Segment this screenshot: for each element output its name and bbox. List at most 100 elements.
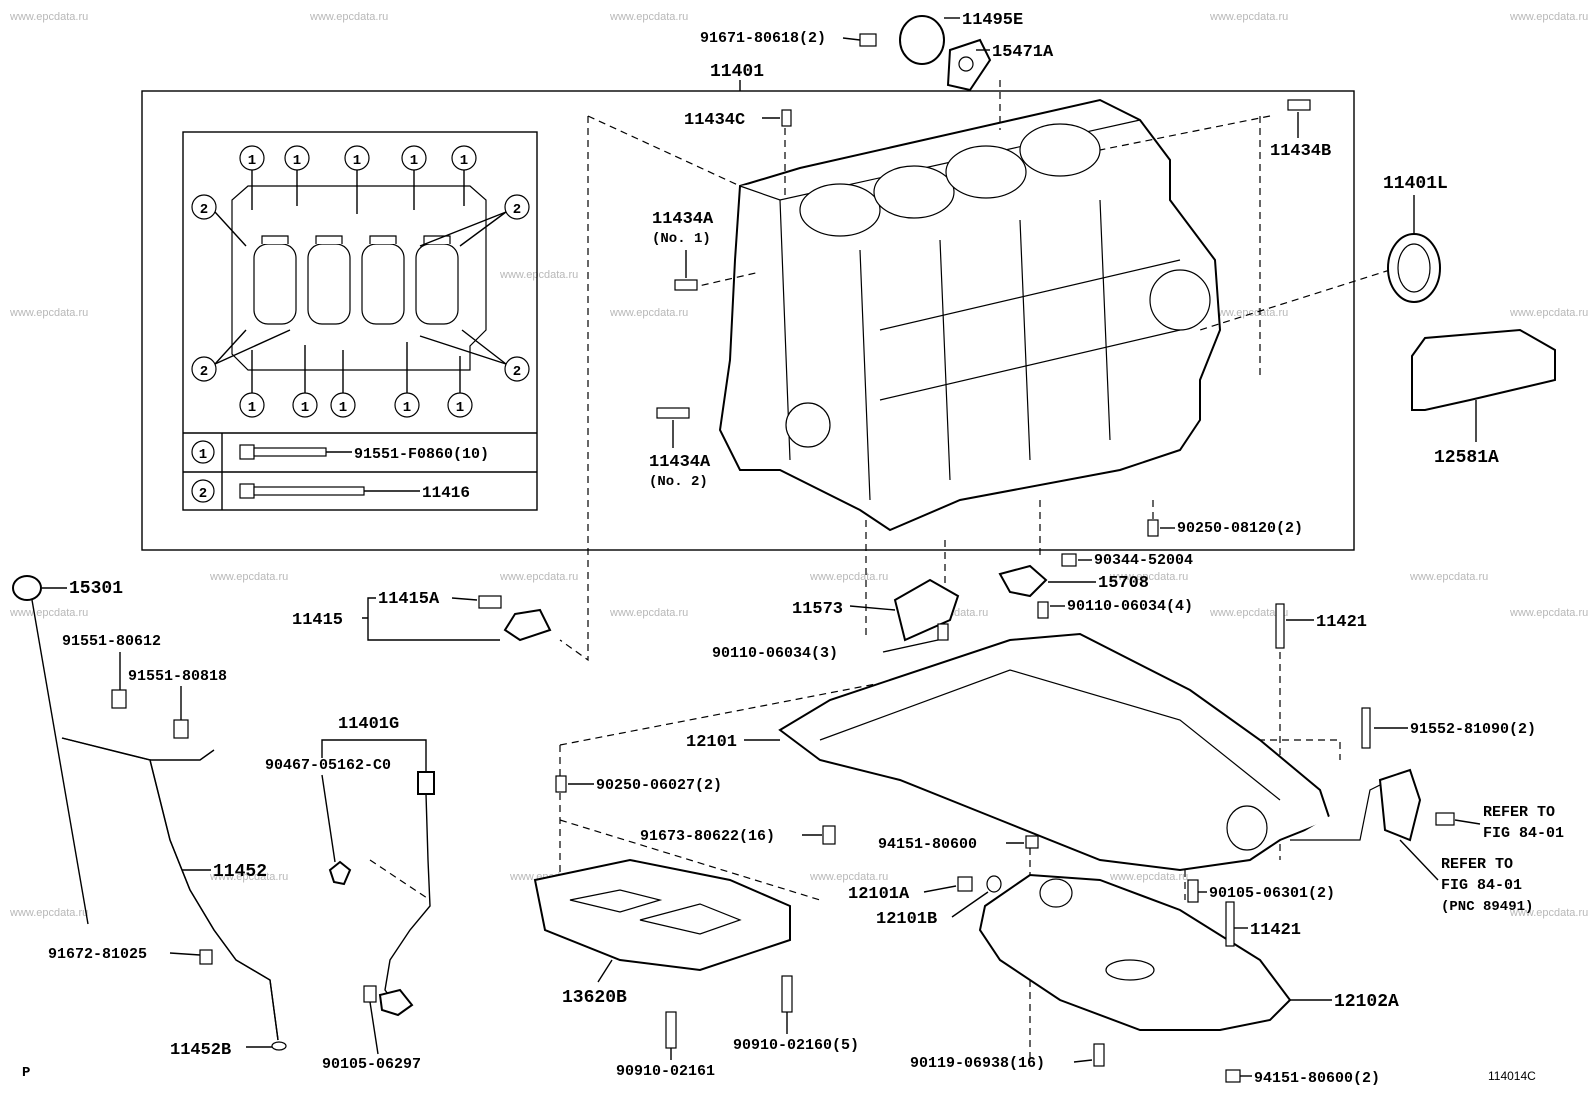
svg-text:11415: 11415 — [292, 611, 343, 630]
svg-text:www.epcdata.ru: www.epcdata.ru — [1109, 871, 1188, 883]
svg-text:11401G: 11401G — [338, 715, 399, 734]
svg-text:REFER TO: REFER TO — [1483, 804, 1555, 821]
svg-text:www.epcdata.ru: www.epcdata.ru — [499, 269, 578, 281]
svg-text:1: 1 — [353, 153, 361, 169]
dipstick-guide — [61, 737, 287, 1051]
svg-text:www.epcdata.ru: www.epcdata.ru — [9, 607, 88, 619]
svg-text:91673-80622(16): 91673-80622(16) — [640, 828, 775, 845]
bolt-marker-bottom-row: 1 1 1 1 1 — [239, 342, 473, 418]
svg-text:12581A: 12581A — [1434, 448, 1499, 468]
svg-text:www.epcdata.ru: www.epcdata.ru — [499, 571, 578, 583]
bolt-marker-top-row: 1 1 1 1 1 — [239, 145, 477, 214]
svg-text:90110-06034(4): 90110-06034(4) — [1067, 598, 1193, 615]
svg-text:12101B: 12101B — [876, 910, 937, 929]
svg-text:90119-06938(16): 90119-06938(16) — [910, 1055, 1045, 1072]
illustration-number: 114014C — [1488, 1069, 1536, 1083]
watermark-layer: www.epcdata.ru www.epcdata.ru www.epcdat… — [9, 11, 1588, 919]
svg-text:12101: 12101 — [686, 733, 737, 752]
svg-text:11415A: 11415A — [378, 590, 440, 609]
svg-text:11434A: 11434A — [649, 453, 711, 472]
svg-text:11495E: 11495E — [962, 11, 1023, 30]
svg-text:1: 1 — [199, 447, 207, 463]
svg-text:91672-81025: 91672-81025 — [48, 946, 147, 963]
svg-text:www.epcdata.ru: www.epcdata.ru — [209, 571, 288, 583]
svg-text:2: 2 — [200, 202, 208, 218]
legend-row-2: 2 11416 — [191, 479, 470, 503]
svg-text:15708: 15708 — [1098, 574, 1149, 593]
svg-text:11401: 11401 — [710, 62, 764, 82]
svg-text:11452B: 11452B — [170, 1041, 231, 1060]
svg-text:1: 1 — [403, 400, 411, 416]
small-parts — [111, 15, 1556, 739]
svg-text:1: 1 — [339, 400, 347, 416]
svg-text:www.epcdata.ru: www.epcdata.ru — [809, 571, 888, 583]
svg-text:11434B: 11434B — [1270, 142, 1331, 161]
svg-text:www.epcdata.ru: www.epcdata.ru — [1509, 11, 1588, 23]
part-labels: 11495E 91671-80618(2) 15471A 11401 11434… — [42, 11, 1564, 1087]
cylinder-bores — [253, 235, 459, 325]
svg-text:11573: 11573 — [792, 600, 843, 619]
oil-dipstick — [12, 575, 89, 925]
svg-text:www.epcdata.ru: www.epcdata.ru — [9, 11, 88, 23]
svg-text:90110-06034(3): 90110-06034(3) — [712, 645, 838, 662]
svg-text:www.epcdata.ru: www.epcdata.ru — [1509, 907, 1588, 919]
svg-text:www.epcdata.ru: www.epcdata.ru — [1509, 307, 1588, 319]
corner-mark-left: P — [22, 1065, 30, 1081]
svg-text:11421: 11421 — [1250, 921, 1301, 940]
svg-text:1: 1 — [248, 400, 256, 416]
bolt-pattern-inset: 1 1 1 1 1 1 1 1 1 1 2 2 2 — [182, 131, 538, 511]
svg-text:11421: 11421 — [1316, 613, 1367, 632]
svg-text:2: 2 — [513, 364, 521, 380]
svg-text:11434A: 11434A — [652, 210, 714, 229]
svg-text:1: 1 — [248, 153, 256, 169]
svg-text:www.epcdata.ru: www.epcdata.ru — [1509, 607, 1588, 619]
svg-text:www.epcdata.ru: www.epcdata.ru — [609, 607, 688, 619]
svg-text:15301: 15301 — [69, 579, 123, 599]
svg-text:91551-80818: 91551-80818 — [128, 668, 227, 685]
baffle-plate — [533, 858, 793, 1049]
svg-text:11434C: 11434C — [684, 111, 745, 130]
svg-text:www.epcdata.ru: www.epcdata.ru — [1209, 307, 1288, 319]
svg-text:www.epcdata.ru: www.epcdata.ru — [9, 307, 88, 319]
svg-text:2: 2 — [199, 486, 207, 502]
svg-text:11452: 11452 — [213, 862, 267, 882]
oil-pan-upper — [778, 632, 1455, 903]
svg-text:12101A: 12101A — [848, 885, 910, 904]
svg-text:90467-05162-C0: 90467-05162-C0 — [265, 757, 391, 774]
dashed-leaders — [369, 80, 1391, 1060]
oil-level-sensor — [328, 771, 435, 1017]
svg-text:www.epcdata.ru: www.epcdata.ru — [609, 11, 688, 23]
svg-text:12102A: 12102A — [1334, 992, 1399, 1012]
svg-text:www.epcdata.ru: www.epcdata.ru — [1209, 11, 1288, 23]
svg-text:91551-F0860(10): 91551-F0860(10) — [354, 446, 489, 463]
bolt-marker-side: 2 2 2 2 — [191, 194, 530, 382]
svg-text:1: 1 — [293, 153, 301, 169]
block-assembly-frame — [141, 90, 1355, 551]
svg-text:13620B: 13620B — [562, 988, 627, 1008]
oil-pan-lower — [957, 873, 1292, 1083]
cylinder-block — [718, 98, 1222, 532]
svg-text:90250-08120(2): 90250-08120(2) — [1177, 520, 1303, 537]
svg-text:2: 2 — [513, 202, 521, 218]
svg-text:2: 2 — [200, 364, 208, 380]
svg-text:www.epcdata.ru: www.epcdata.ru — [809, 871, 888, 883]
svg-text:11401L: 11401L — [1383, 174, 1448, 194]
svg-text:FIG 84-01: FIG 84-01 — [1483, 825, 1564, 842]
svg-text:(No. 2): (No. 2) — [649, 474, 708, 490]
svg-text:90910-02161: 90910-02161 — [616, 1063, 715, 1080]
svg-text:90910-02160(5): 90910-02160(5) — [733, 1037, 859, 1054]
svg-text:(No. 1): (No. 1) — [652, 231, 711, 247]
legend-row-1: 1 91551-F0860(10) — [191, 440, 489, 464]
svg-text:15471A: 15471A — [992, 43, 1054, 62]
svg-text:(PNC 89491): (PNC 89491) — [1441, 899, 1533, 915]
svg-text:www.epcdata.ru: www.epcdata.ru — [209, 871, 288, 883]
svg-text:www.epcdata.ru: www.epcdata.ru — [1109, 571, 1188, 583]
svg-text:www.epcdata.ru: www.epcdata.ru — [309, 11, 388, 23]
svg-text:94151-80600(2): 94151-80600(2) — [1254, 1070, 1380, 1087]
svg-text:90250-06027(2): 90250-06027(2) — [596, 777, 722, 794]
svg-text:FIG 84-01: FIG 84-01 — [1441, 877, 1522, 894]
svg-text:94151-80600: 94151-80600 — [878, 836, 977, 853]
svg-text:1: 1 — [456, 400, 464, 416]
svg-text:www.epcdata.ru: www.epcdata.ru — [9, 907, 88, 919]
